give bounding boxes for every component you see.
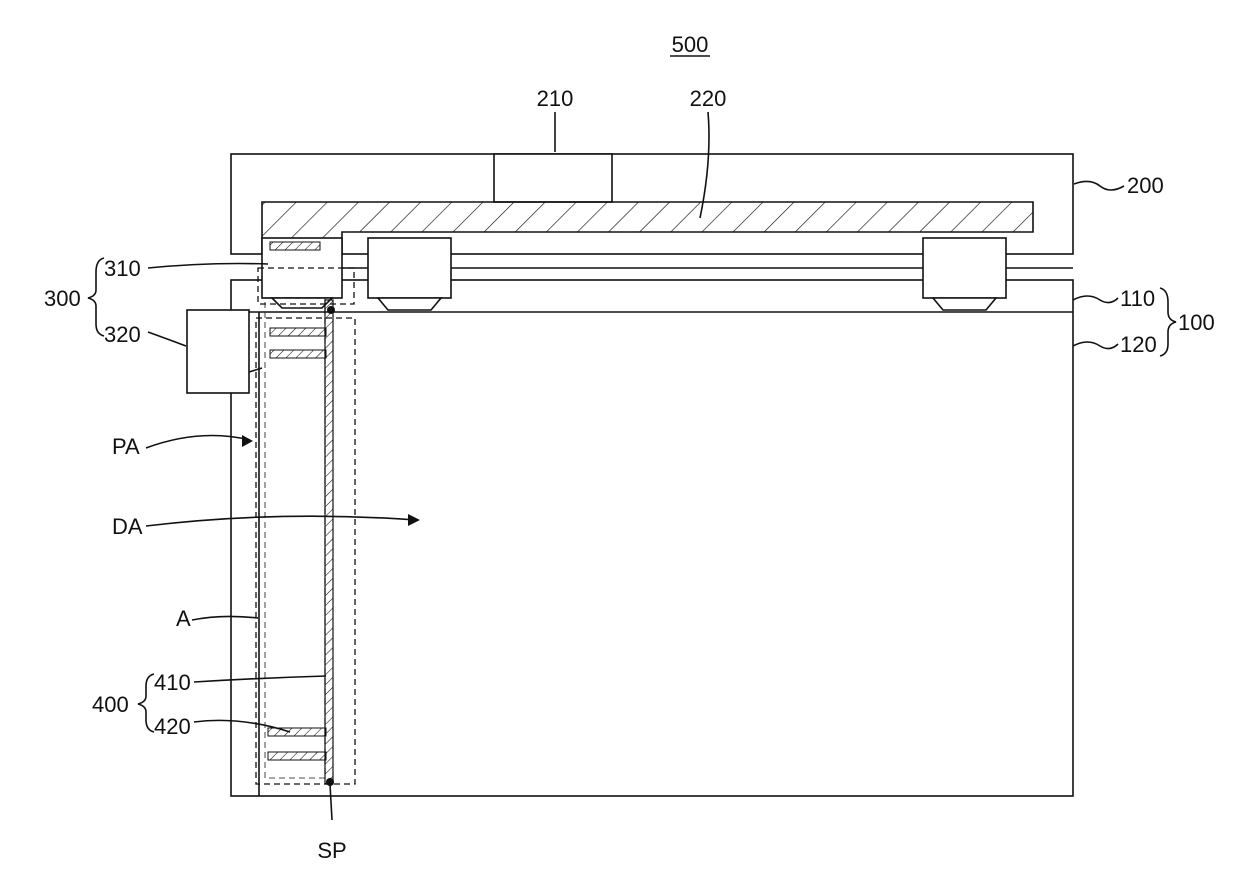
figure-number: 500	[672, 32, 709, 57]
label-210: 210	[537, 86, 574, 111]
branch-420-bottom-1	[268, 728, 326, 736]
label-120: 120	[1120, 332, 1157, 357]
branch-420-bottom-2	[268, 752, 326, 760]
leader-200	[1074, 181, 1124, 190]
leader-120	[1073, 342, 1118, 349]
branch-420-top-1	[270, 328, 326, 336]
component-310-foot	[272, 298, 332, 308]
label-220: 220	[690, 86, 727, 111]
label-100: 100	[1178, 310, 1215, 335]
component-310-hatch	[270, 242, 320, 250]
sp-point-top	[327, 306, 335, 314]
label-410: 410	[154, 670, 191, 695]
brace-400	[138, 674, 154, 732]
chip-foot-left	[378, 298, 441, 310]
chip-foot-right	[933, 298, 996, 310]
branch-420-top-2	[270, 350, 326, 358]
leader-310	[148, 264, 268, 269]
label-sp: SP	[317, 838, 346, 863]
label-200: 200	[1127, 173, 1164, 198]
label-310: 310	[104, 256, 141, 281]
leader-320	[148, 332, 186, 346]
driver-chip-left	[368, 238, 451, 298]
component-320	[187, 310, 249, 393]
label-400: 400	[92, 692, 129, 717]
driver-chip-right	[923, 238, 1006, 298]
label-da: DA	[112, 514, 143, 539]
label-110: 110	[1120, 286, 1155, 311]
block-210	[494, 154, 612, 202]
line-410	[325, 300, 333, 784]
panel-100	[231, 280, 1073, 796]
brace-100	[1160, 288, 1176, 356]
label-pa: PA	[112, 434, 140, 459]
label-320: 320	[104, 322, 141, 347]
leader-110	[1073, 296, 1118, 303]
label-a: A	[176, 606, 191, 631]
brace-300	[88, 258, 104, 336]
label-300: 300	[44, 286, 81, 311]
label-420: 420	[154, 714, 191, 739]
